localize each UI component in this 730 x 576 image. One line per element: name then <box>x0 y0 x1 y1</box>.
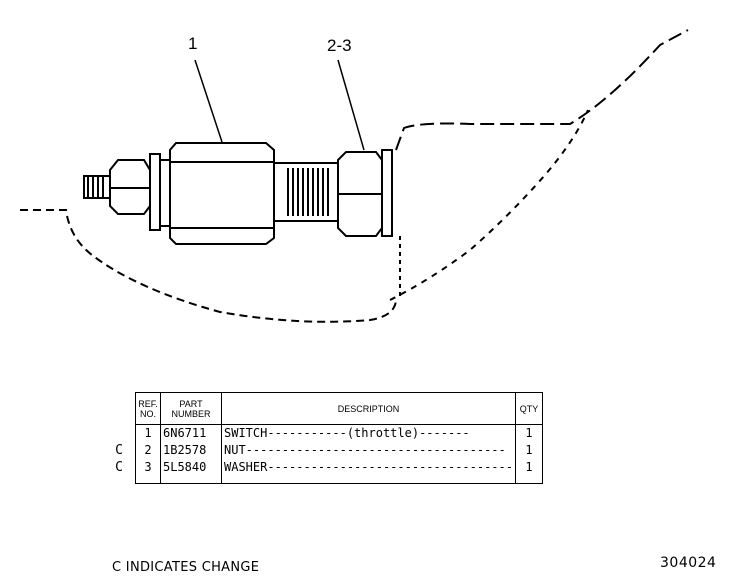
left-washer <box>149 153 161 231</box>
header-part-number: PART NUMBER <box>160 392 222 425</box>
switch-assembly-drawing <box>20 29 689 323</box>
switch-body <box>169 142 275 245</box>
callout-item-1: 1 <box>188 34 198 53</box>
table-row: 1 6N6711 SWITCH-----------(throttle)----… <box>135 424 543 442</box>
part-description: WASHER---------------------------------- <box>221 459 516 484</box>
table-row: C 3 5L5840 WASHER-----------------------… <box>115 459 543 484</box>
ref-number: 1 <box>144 426 152 440</box>
change-legend: C INDICATES CHANGE <box>112 560 260 575</box>
callout-item-2-3: 2-3 <box>327 36 352 55</box>
part-number: 1B2578 <box>160 442 222 459</box>
housing-right-outline <box>389 109 589 301</box>
drawing-number: 304024 <box>660 555 717 571</box>
housing-top-outline <box>395 29 689 151</box>
leader-line-2-3 <box>337 59 365 151</box>
header-qty: QTY <box>514 392 543 425</box>
part-number: 6N6711 <box>160 424 222 442</box>
header-ref-no: REF. NO. <box>135 392 161 425</box>
part-qty: 1 <box>514 459 543 484</box>
table-row: C 2 1B2578 NUT--------------------------… <box>115 442 543 459</box>
part-qty: 1 <box>514 442 543 459</box>
change-indicator: C <box>115 460 123 475</box>
ref-number: 2 <box>144 443 152 457</box>
ref-number: 3 <box>144 460 152 474</box>
part-description: NUT------------------------------------ <box>221 442 516 459</box>
leader-line-1 <box>194 59 223 143</box>
housing-outline <box>20 209 397 323</box>
part-number: 5L5840 <box>160 459 222 484</box>
change-indicator: C <box>115 443 123 458</box>
parts-table-header: REF. NO. PART NUMBER DESCRIPTION QTY <box>135 392 543 425</box>
part-description: SWITCH-----------(throttle)------- <box>221 424 516 442</box>
parts-table: REF. NO. PART NUMBER DESCRIPTION QTY 1 6… <box>115 392 543 484</box>
header-description: DESCRIPTION <box>221 392 516 425</box>
washer-item-3 <box>381 149 393 237</box>
part-qty: 1 <box>514 424 543 442</box>
